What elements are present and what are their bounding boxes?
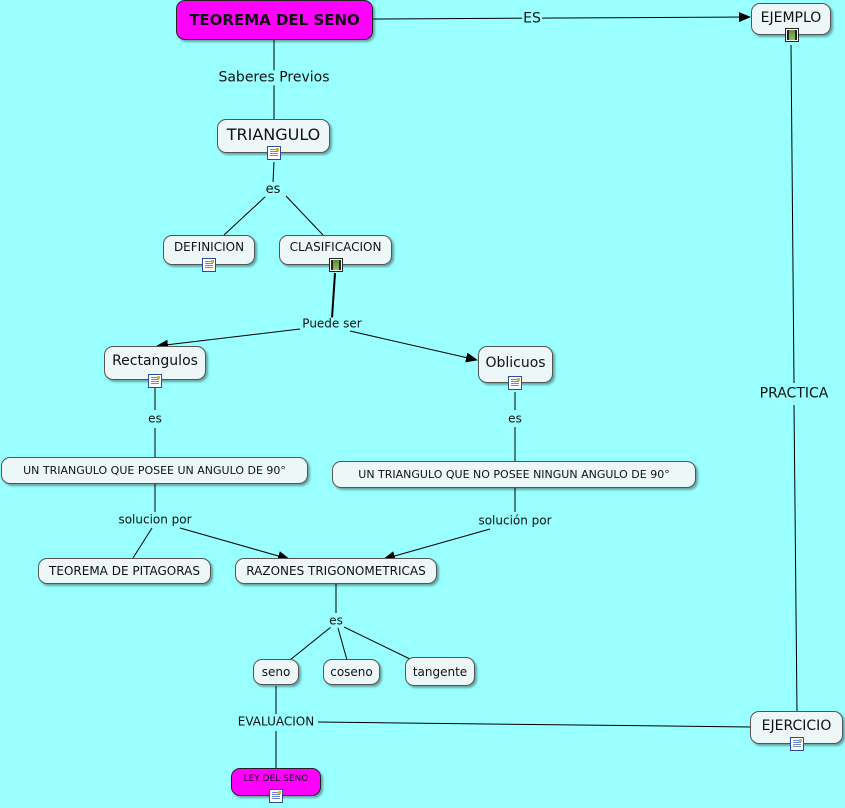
link-label-evaluacion: EVALUACION: [236, 714, 316, 729]
link-label-es-rect: es: [147, 411, 163, 426]
link-label-es-obl: es: [507, 411, 523, 426]
line-puede-oblicuos: [349, 330, 478, 363]
document-icon[interactable]: [269, 789, 283, 803]
node-definicion[interactable]: DEFINICION: [163, 235, 255, 272]
line-es-definicion: [223, 195, 267, 236]
line-es-clasificacion: [285, 195, 324, 236]
node-obl-definicion[interactable]: UN TRIANGULO QUE NO POSEE NINGUN ANGULO …: [332, 461, 696, 488]
node-ejercicio[interactable]: EJERCICIO: [750, 711, 843, 751]
node-rect-definicion[interactable]: UN TRIANGULO QUE POSEE UN ANGULO DE 90°: [1, 457, 308, 484]
document-icon[interactable]: [790, 737, 804, 751]
link-label-puede-ser: Puede ser: [301, 316, 363, 331]
node-coseno-label: coseno: [330, 665, 373, 679]
node-seno[interactable]: seno: [253, 659, 299, 685]
line-ejemplo-practica: [790, 44, 795, 384]
document-icon[interactable]: [148, 374, 162, 388]
line-evaluacion-ejercicio: [317, 721, 751, 728]
node-rectangulos-label: Rectangulos: [112, 352, 198, 369]
document-icon[interactable]: [267, 146, 281, 160]
node-ejemplo[interactable]: EJEMPLO: [751, 3, 831, 42]
node-ley-del-seno[interactable]: LEY DEL SENO: [231, 768, 321, 803]
node-ejercicio-label: EJERCICIO: [761, 717, 832, 734]
node-clasificacion-label: CLASIFICACION: [289, 240, 382, 254]
line-solucion-pitagoras: [132, 527, 153, 559]
link-label-saberes-previos: Saberes Previos: [217, 69, 331, 86]
link-label-es-razones: es: [328, 613, 344, 628]
link-label-practica: PRACTICA: [758, 385, 830, 402]
node-seno-label: seno: [261, 665, 291, 679]
link-label-es-top: ES: [522, 10, 542, 27]
node-tangente[interactable]: tangente: [405, 657, 475, 686]
line-triangulo-es: [272, 161, 275, 183]
node-triangulo-label: TRIANGULO: [226, 124, 321, 144]
node-definicion-label: DEFINICION: [173, 240, 245, 254]
node-ley-label: LEY DEL SENO: [243, 774, 309, 784]
node-obl-definicion-label: UN TRIANGULO QUE NO POSEE NINGUN ANGULO …: [358, 468, 670, 481]
node-teorema-pitagoras[interactable]: TEOREMA DE PITAGORAS: [38, 558, 211, 584]
node-teorema-label: TEOREMA DEL SENO: [189, 11, 360, 29]
line-es-seno: [289, 626, 332, 661]
line-solucion-razones: [179, 527, 290, 561]
film-icon[interactable]: [329, 258, 343, 272]
link-label-solucion-por-2: solución por: [477, 513, 553, 528]
line-clasificacion-puede: [331, 272, 336, 319]
line-es-tangente: [343, 626, 413, 661]
document-icon[interactable]: [202, 258, 216, 272]
node-oblicuos[interactable]: Oblicuos: [478, 346, 553, 390]
node-razones-trigonometricas[interactable]: RAZONES TRIGONOMETRICAS: [235, 558, 437, 584]
line-solucion2-razones: [383, 528, 491, 561]
document-icon[interactable]: [508, 376, 522, 390]
line-puede-rectangulos: [156, 328, 301, 350]
line-teorema-ejemplo: [371, 12, 751, 23]
node-pitagoras-label: TEOREMA DE PITAGORAS: [49, 564, 200, 578]
node-rect-definicion-label: UN TRIANGULO QUE POSEE UN ANGULO DE 90°: [23, 464, 286, 477]
node-teorema-del-seno[interactable]: TEOREMA DEL SENO: [176, 0, 373, 40]
node-oblicuos-label: Oblicuos: [485, 354, 546, 371]
node-ejemplo-label: EJEMPLO: [760, 9, 822, 26]
film-icon[interactable]: [785, 28, 799, 42]
node-coseno[interactable]: coseno: [323, 659, 380, 685]
node-rectangulos[interactable]: Rectangulos: [104, 346, 206, 388]
node-clasificacion[interactable]: CLASIFICACION: [279, 235, 392, 272]
node-razones-label: RAZONES TRIGONOMETRICAS: [246, 564, 426, 578]
link-label-es-triangulo: es: [264, 181, 282, 198]
line-practica-ejercicio: [793, 404, 798, 712]
node-triangulo[interactable]: TRIANGULO: [217, 119, 330, 160]
line-es-coseno: [337, 627, 348, 661]
node-tangente-label: tangente: [412, 664, 468, 679]
link-label-solucion-por: solucion por: [117, 512, 193, 527]
